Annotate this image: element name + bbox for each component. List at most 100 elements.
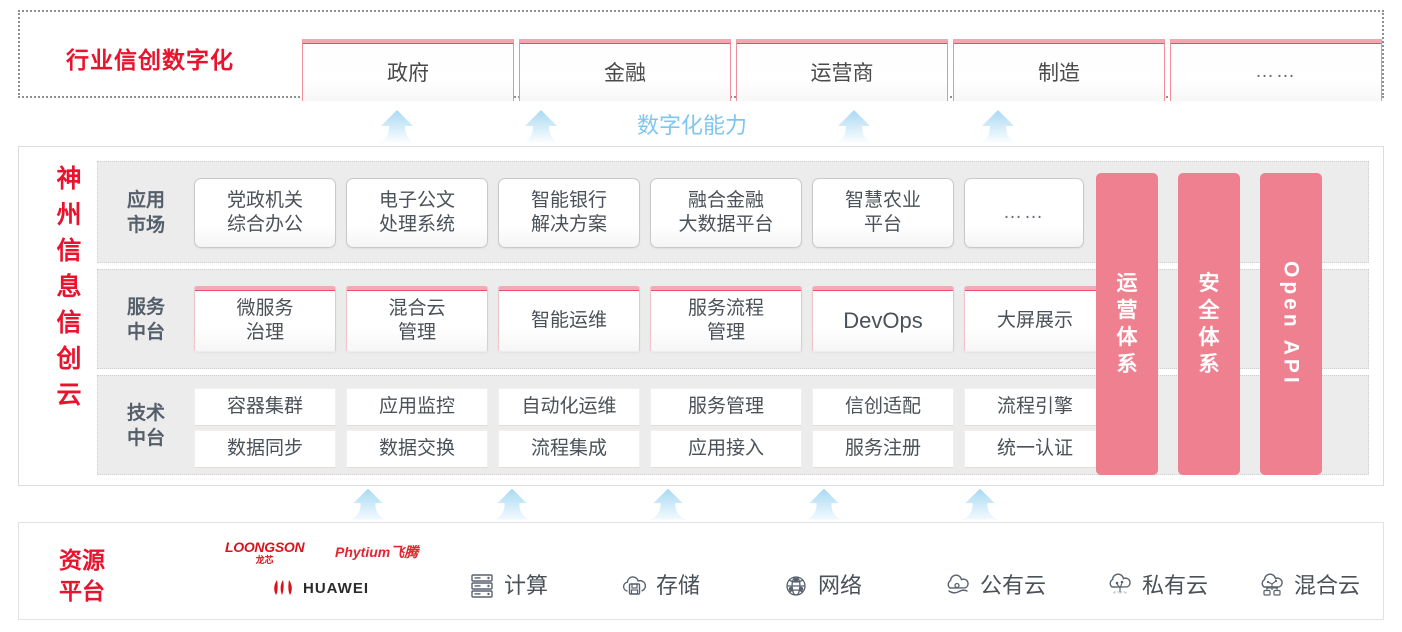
cell-tech-r2c2[interactable]: 流程集成 [498,430,640,468]
cell-app-5[interactable]: …… [964,178,1084,248]
cell-line: 数据交换 [378,438,455,460]
resource-item-storage[interactable]: 存储 [619,571,700,601]
cell-line: 自动化运维 [521,396,617,418]
resource-band: 资源 平台 LOONGSON 龙芯 Phytium飞腾 HUAWEI [18,522,1384,620]
layer-label-line: 市场 [126,215,165,236]
resource-item-public-cloud[interactable]: 公有云 [943,571,1046,601]
cell-line: 解决方案 [530,214,607,235]
cell-tech-r1c0[interactable]: 容器集群 [194,388,336,426]
resource-item-private-cloud[interactable]: 私有云 [1105,571,1208,601]
cell-svc-0[interactable]: 微服务 治理 [194,286,336,352]
pillar-security-system[interactable]: 安 全 体 系 [1178,173,1240,475]
public-cloud-icon [947,574,969,594]
cell-line: 智能银行 [530,190,607,212]
up-arrow-icon [649,488,687,520]
cell-line: 处理系统 [378,214,455,235]
pillar-char: 全 [1198,299,1220,322]
cell-line: 管理 [397,321,436,343]
cell-tech-r2c1[interactable]: 数据交换 [346,430,488,468]
pillar-label: 运 营 体 系 [1117,270,1138,378]
server-icon [471,574,493,598]
cell-tech-r1c3[interactable]: 服务管理 [650,388,802,426]
layer-label-app-market: 应用 市场 [120,188,172,238]
cloud-block-title: 神 州 信 息 信 创 云 [49,161,89,413]
loongson-logo-text: LOONGSON [225,539,305,555]
cell-line: 混合云 [388,297,446,319]
cell-line: 大屏展示 [996,309,1073,331]
cell-line: 管理 [706,321,745,343]
up-arrow-icon [834,110,874,144]
cell-svc-5[interactable]: 大屏展示 [964,286,1106,352]
huawei-logo-text: HUAWEI [303,579,369,597]
cell-line: 服务管理 [687,396,764,418]
cell-app-4[interactable]: 智慧农业 平台 [812,178,954,248]
cloud-title-char: 云 [56,381,82,409]
cell-line: 信创适配 [844,396,921,418]
cell-line: 应用接入 [687,438,764,460]
cloud-title-char: 神 [56,165,82,193]
cell-line: 微服务 [236,297,294,319]
industry-band: 行业信创数字化 政府 金融 运营商 制造 …… [18,10,1384,101]
up-arrow-icon [961,488,999,520]
industry-band-title: 行业信创数字化 [66,47,234,73]
industry-box-label: 金融 [604,62,646,85]
vendor-logo-area: LOONGSON 龙芯 Phytium飞腾 HUAWEI [219,539,449,607]
industry-box-government[interactable]: 政府 [302,39,514,101]
cell-tech-r1c5[interactable]: 流程引擎 [964,388,1106,426]
cell-line: 流程引擎 [996,396,1073,418]
industry-box-manufacturing[interactable]: 制造 [953,39,1165,101]
cell-line: 应用监控 [378,396,455,418]
industry-box-label: 制造 [1038,62,1080,85]
cell-line: 综合办公 [226,214,303,235]
cell-app-2[interactable]: 智能银行 解决方案 [498,178,640,248]
resource-title-line: 平台 [59,578,105,604]
resource-item-compute[interactable]: 计算 [467,571,548,601]
cell-line: 电子公文 [378,190,455,212]
cloud-title-char: 息 [56,273,82,301]
lower-arrow-strip [0,486,1402,524]
resource-item-network[interactable]: 网络 [781,571,862,601]
cell-tech-r2c3[interactable]: 应用接入 [650,430,802,468]
cell-tech-r2c5[interactable]: 统一认证 [964,430,1106,468]
resource-item-label: 私有云 [1142,573,1209,598]
cell-tech-r1c2[interactable]: 自动化运维 [498,388,640,426]
huawei-logo: HUAWEI [271,579,369,597]
cell-tech-r2c0[interactable]: 数据同步 [194,430,336,468]
pillar-open-api[interactable]: Open API [1260,173,1322,475]
cell-app-1[interactable]: 电子公文 处理系统 [346,178,488,248]
pillar-char: 营 [1116,299,1138,322]
cell-svc-4[interactable]: DevOps [812,286,954,352]
cell-line: 大数据平台 [678,214,774,235]
up-arrow-icon [521,110,561,144]
cell-line: 数据同步 [226,438,303,460]
up-arrow-icon [349,488,387,520]
industry-box-label: 政府 [387,62,429,85]
pillar-operation-system[interactable]: 运 营 体 系 [1096,173,1158,475]
cell-svc-1[interactable]: 混合云 管理 [346,286,488,352]
industry-box-carrier[interactable]: 运营商 [736,39,948,101]
hybrid-cloud-icon [1261,573,1283,596]
pillar-char: 系 [1198,353,1220,376]
resource-item-hybrid-cloud[interactable]: 混合云 [1257,571,1360,601]
cloud-title-char: 信 [56,237,82,265]
cell-line: 智慧农业 [844,190,921,212]
cloud-block: 神 州 信 息 信 创 云 应用 市场 党政机关 综合办公 电子公文 处理系统 [18,146,1384,486]
resource-item-label: 计算 [504,573,549,598]
cell-tech-r2c4[interactable]: 服务注册 [812,430,954,468]
up-arrow-icon [805,488,843,520]
cloud-title-char: 创 [56,345,82,373]
cell-line: DevOps [843,307,923,333]
resource-item-label: 混合云 [1294,573,1361,598]
resource-item-label: 公有云 [980,573,1047,598]
cell-app-3[interactable]: 融合金融 大数据平台 [650,178,802,248]
industry-box-more[interactable]: …… [1170,39,1382,101]
industry-box-finance[interactable]: 金融 [519,39,731,101]
cell-svc-3[interactable]: 服务流程 管理 [650,286,802,352]
cell-svc-2[interactable]: 智能运维 [498,286,640,352]
pillar-char: 安 [1198,272,1220,295]
cell-tech-r1c1[interactable]: 应用监控 [346,388,488,426]
cell-tech-r1c4[interactable]: 信创适配 [812,388,954,426]
cell-line: …… [1003,202,1045,224]
layer-label-line: 应用 [126,190,165,211]
cell-app-0[interactable]: 党政机关 综合办公 [194,178,336,248]
